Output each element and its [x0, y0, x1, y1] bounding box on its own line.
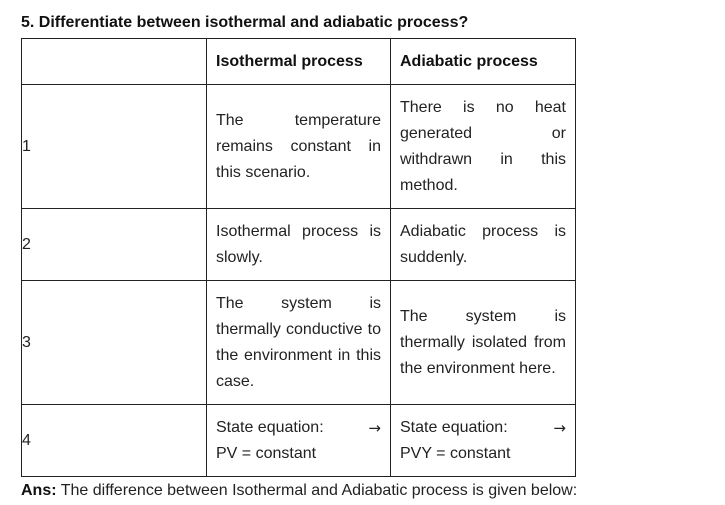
- isothermal-text: The system is thermally conductive to th…: [216, 294, 381, 390]
- isothermal-text: Isothermal process is slowly.: [216, 222, 381, 266]
- comparison-table: Isothermal process Adiabatic process 1 T…: [21, 38, 576, 477]
- isothermal-cell: Isothermal process is slowly.: [206, 208, 391, 281]
- answer-line: Ans: The difference between Isothermal a…: [21, 482, 577, 500]
- table-row: 2 Isothermal process is slowly. Adiabati…: [21, 208, 576, 281]
- adiabatic-cell: The system is thermally isolated from th…: [390, 280, 576, 405]
- state-equation-label: State equation:: [216, 418, 324, 436]
- isothermal-text: The temperature remains constant in this…: [216, 111, 381, 181]
- adiabatic-text: Adiabatic process is suddenly.: [400, 222, 566, 266]
- adiabatic-cell: There is no heat generated or withdrawn …: [390, 84, 576, 209]
- adiabatic-equation: PVY = constant: [400, 444, 511, 462]
- adiabatic-text: There is no heat generated or withdrawn …: [400, 98, 566, 194]
- header-cell-isothermal: Isothermal process: [206, 38, 391, 85]
- adiabatic-text: The system is thermally isolated from th…: [400, 307, 566, 377]
- row-number: 2: [21, 208, 207, 281]
- table-row: 3 The system is thermally conductive to …: [21, 280, 576, 405]
- header-cell-adiabatic: Adiabatic process: [390, 38, 576, 85]
- adiabatic-cell: State equation: → PVY = constant: [390, 404, 576, 477]
- adiabatic-cell: Adiabatic process is suddenly.: [390, 208, 576, 281]
- right-arrow-icon: →: [368, 418, 381, 437]
- row-number: 1: [21, 84, 207, 209]
- table-header-row: Isothermal process Adiabatic process: [21, 38, 576, 85]
- state-equation-label: State equation:: [400, 418, 508, 436]
- isothermal-cell: State equation: → PV = constant: [206, 404, 391, 477]
- header-isothermal-label: Isothermal process: [216, 52, 363, 70]
- row-number: 3: [21, 280, 207, 405]
- header-cell-number: [21, 38, 207, 85]
- isothermal-cell: The system is thermally conductive to th…: [206, 280, 391, 405]
- question-heading: 5. Differentiate between isothermal and …: [21, 14, 469, 31]
- table-row: 1 The temperature remains constant in th…: [21, 84, 576, 209]
- answer-label: Ans:: [21, 482, 57, 499]
- table-row: 4 State equation: → PV = constant State …: [21, 404, 576, 477]
- header-adiabatic-label: Adiabatic process: [400, 52, 538, 70]
- answer-text: The difference between Isothermal and Ad…: [60, 482, 578, 499]
- right-arrow-icon: →: [553, 418, 566, 437]
- isothermal-equation: PV = constant: [216, 444, 317, 462]
- isothermal-cell: The temperature remains constant in this…: [206, 84, 391, 209]
- row-number: 4: [21, 404, 207, 477]
